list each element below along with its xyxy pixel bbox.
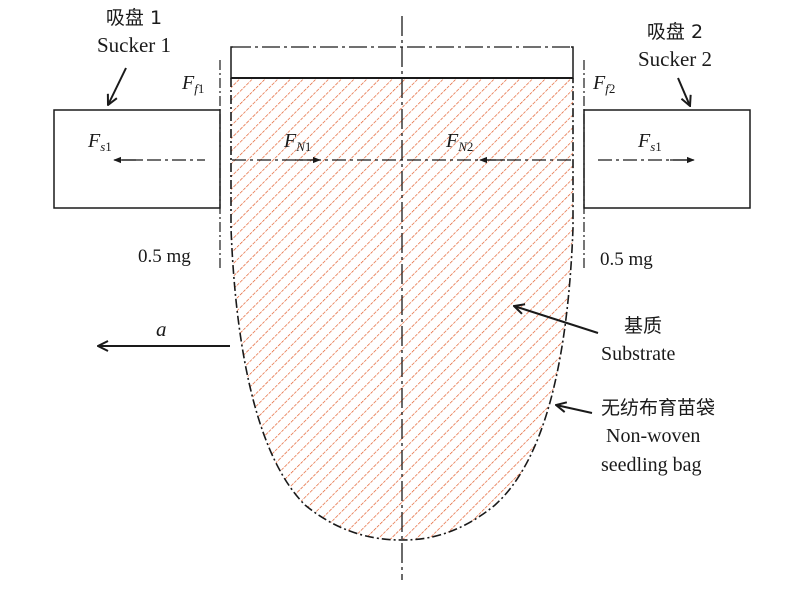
sucker1-label-cn: 吸盘 1: [106, 7, 162, 29]
bag-outline: [230, 78, 574, 541]
sucker-1: [53, 109, 221, 209]
fs-right-label: Fs1: [637, 130, 662, 154]
weight-right-label: 0.5 mg: [600, 249, 653, 270]
fn1-label: FN1: [283, 130, 311, 154]
bag-label-en-line1: Non-woven: [606, 425, 700, 447]
acceleration-label: a: [156, 317, 167, 341]
ff1-label: Ff1: [181, 72, 204, 96]
weight-left-label: 0.5 mg: [138, 246, 191, 267]
bag-leader-arrow: [556, 405, 593, 414]
substrate-label-cn: 基质: [624, 315, 662, 337]
sucker1-label-en: Sucker 1: [97, 33, 171, 57]
ff2-label: Ff2: [592, 72, 615, 96]
sucker1-leader-arrow: [108, 67, 127, 105]
sucker2-label-cn: 吸盘 2: [647, 21, 703, 43]
substrate-leader-arrow: [514, 306, 599, 334]
bag-label-en-line2: seedling bag: [601, 454, 702, 476]
bag-label-cn: 无纺布育苗袋: [601, 397, 715, 419]
sucker2-leader-arrow: [677, 77, 690, 106]
sucker2-label-en: Sucker 2: [638, 47, 712, 71]
fn2-label: FN2: [445, 130, 473, 154]
fs-left-label: Fs1: [87, 130, 112, 154]
sucker-2: [583, 109, 751, 209]
substrate-label-en: Substrate: [601, 343, 676, 365]
